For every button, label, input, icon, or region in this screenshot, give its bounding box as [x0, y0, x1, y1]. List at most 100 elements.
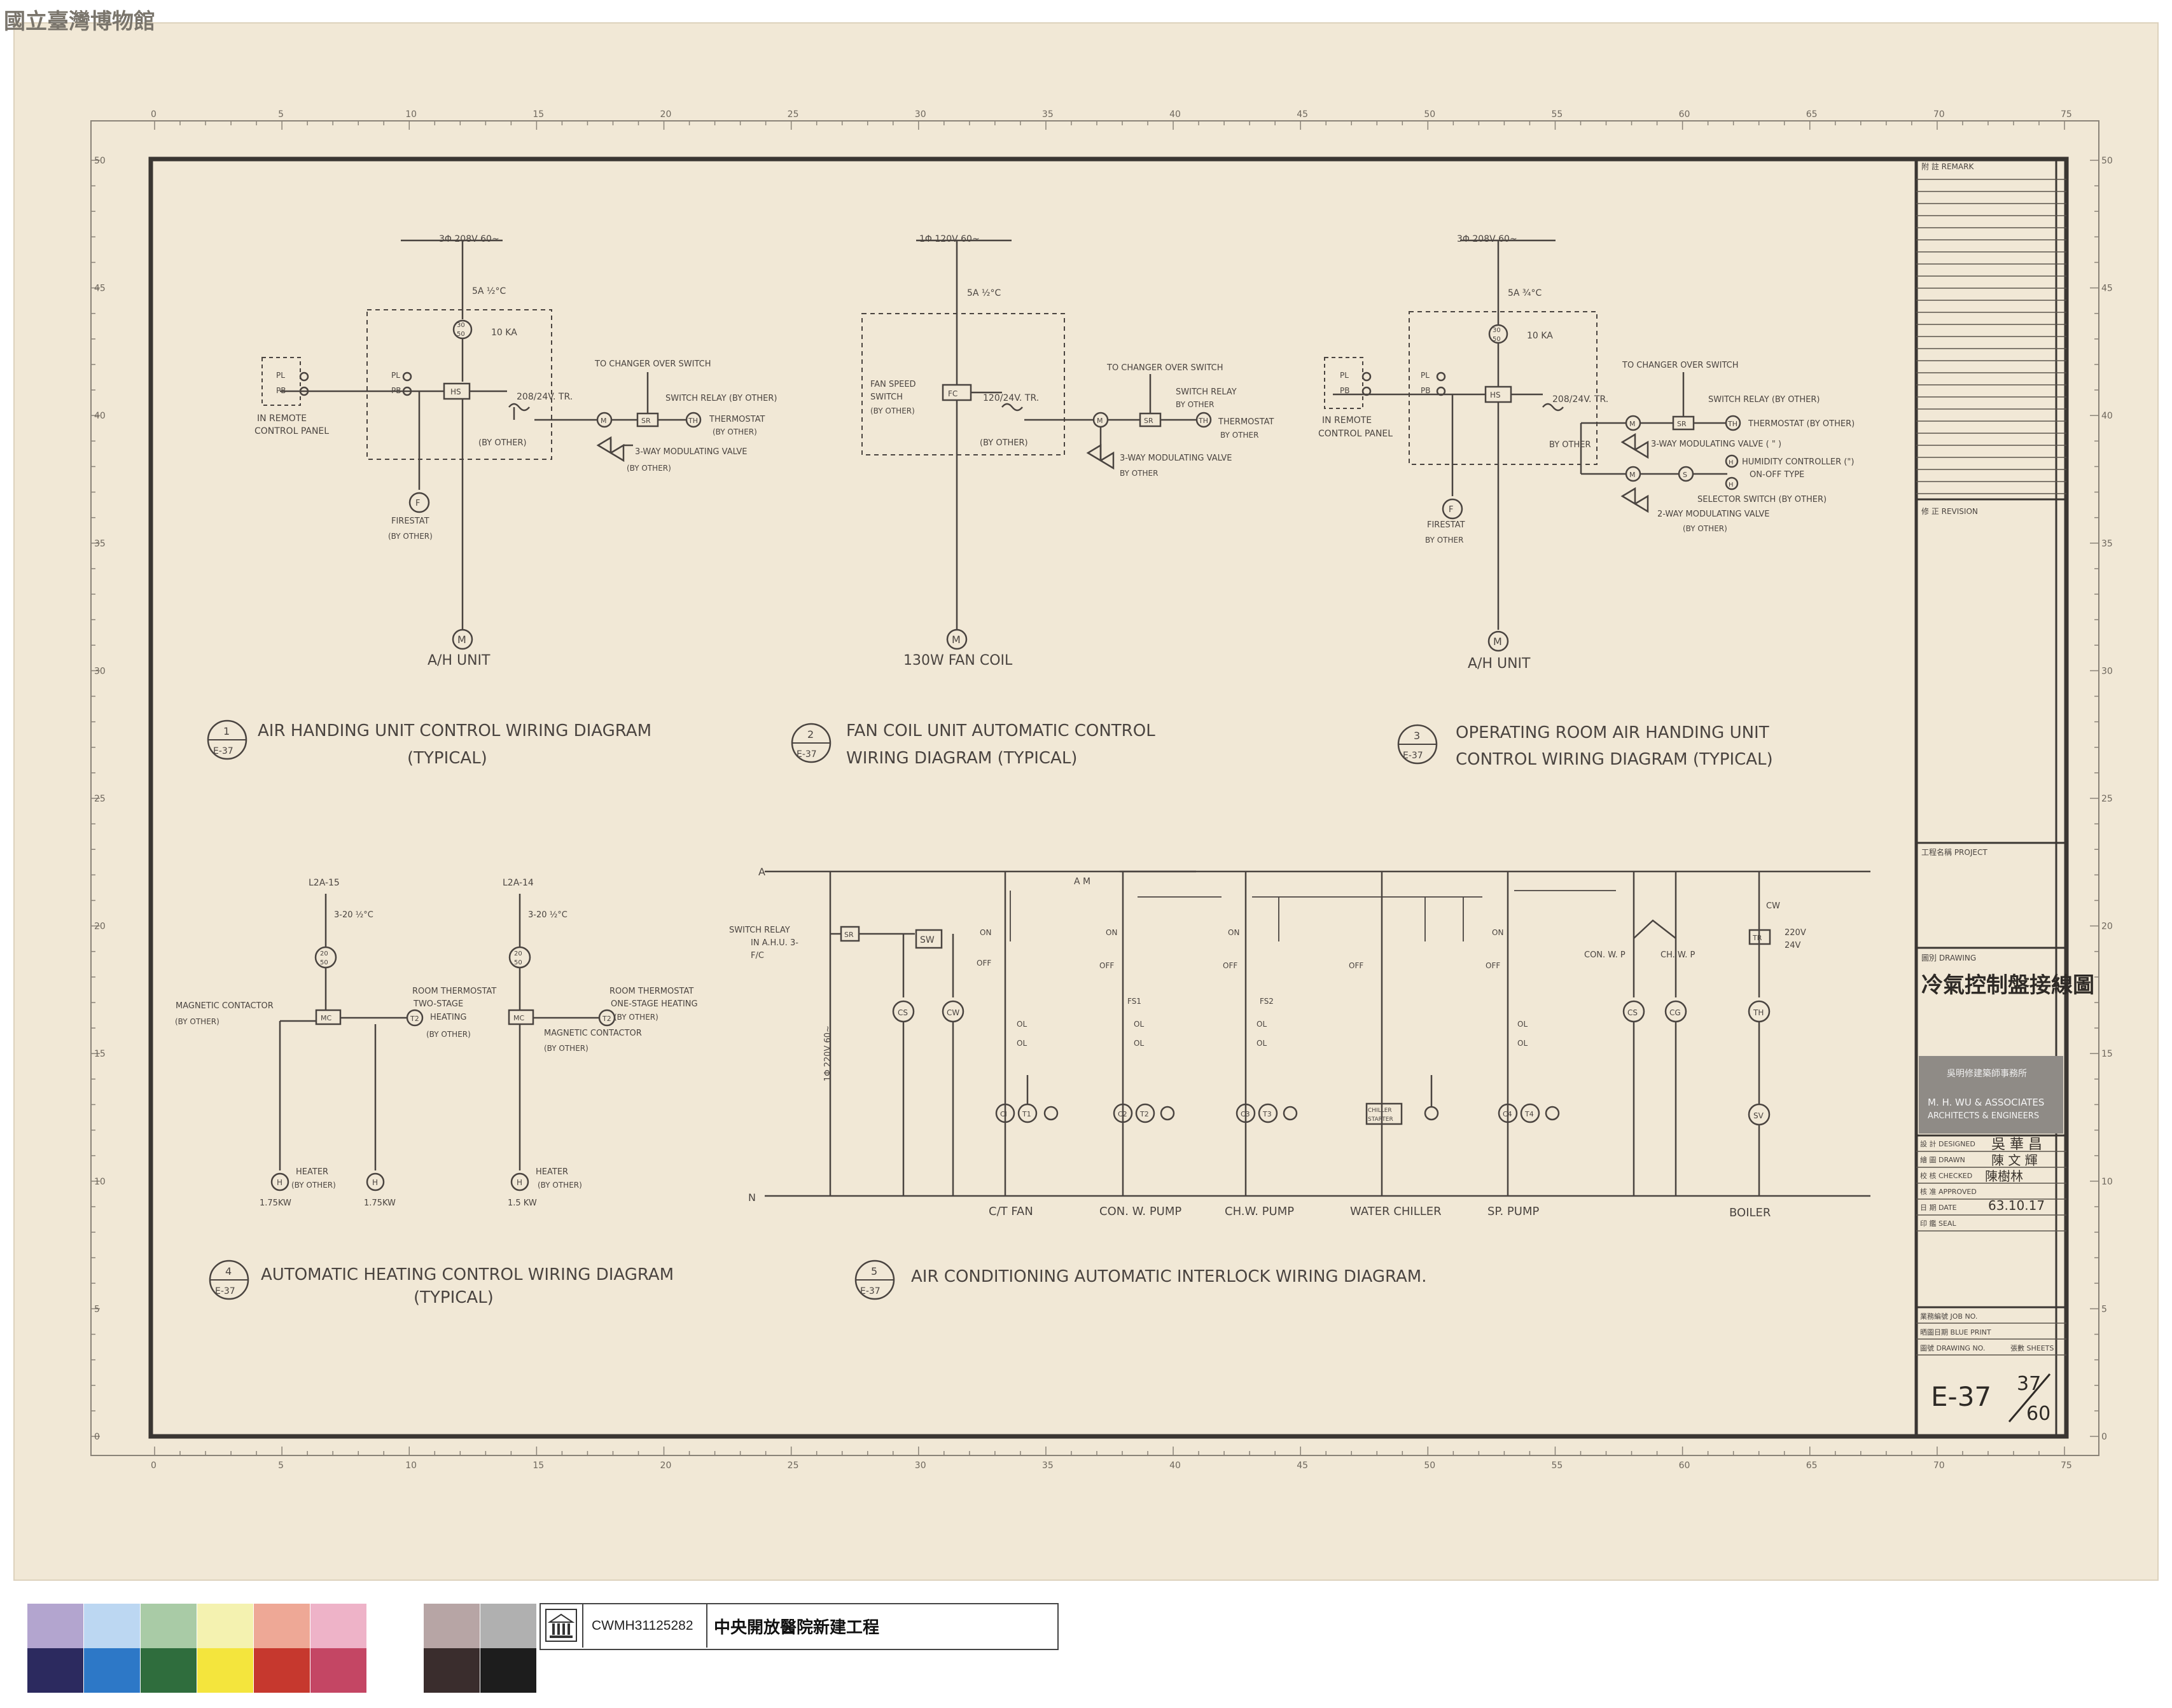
d5-ol2: OL — [1017, 1039, 1027, 1048]
ruler-label-x: 55 — [1551, 1461, 1563, 1471]
d4-title1: AUTOMATIC HEATING CONTROL WIRING DIAGRAM — [261, 1265, 674, 1284]
d5-off2: OFF — [1099, 961, 1114, 970]
ruler-label-y: 10 — [94, 1177, 106, 1187]
d5-ol3: OL — [1134, 1020, 1144, 1029]
d3-changeover: TO CHANGER OVER SWITCH — [1622, 361, 1738, 370]
d5-c1: CI — [1000, 1110, 1007, 1118]
d4-kw2: 1.75KW — [364, 1198, 396, 1208]
diagram-4: L2A-15 L2A-14 3-20 ½°C 3-20 ½°C 20 50 20… — [175, 878, 698, 1307]
ruler-label-x: 20 — [660, 109, 672, 120]
d3-humidity1: HUMIDITY CONTROLLER (") — [1742, 457, 1854, 467]
d4-rt-a2: TWO-STAGE — [413, 999, 463, 1009]
approved-label: 核 准 APPROVED — [1920, 1187, 1977, 1196]
d2-switch-relay-by: BY OTHER — [1176, 400, 1214, 409]
d2-motor: M — [952, 634, 961, 646]
d5-off1: OFF — [977, 959, 991, 968]
d4-rt-a1: ROOM THERMOSTAT — [412, 987, 496, 996]
d2-th: TH — [1198, 417, 1208, 425]
ruler-label-x: 15 — [533, 1461, 544, 1471]
d1-sheet: E-37 — [213, 746, 233, 756]
d4-heater2-by: (BY OTHER) — [538, 1181, 582, 1190]
designed-signature: 吳 華 昌 — [1991, 1137, 2042, 1153]
d2-title2: WIRING DIAGRAM (TYPICAL) — [846, 749, 1077, 768]
d5-am: A M — [1074, 877, 1090, 887]
d3-breaker-rating: 10 KA — [1527, 331, 1553, 341]
seal-label: 印 鑑 SEAL — [1920, 1219, 1956, 1228]
d1-supply: 3Φ 208V 60~ — [439, 234, 499, 244]
d2-title1: FAN COIL UNIT AUTOMATIC CONTROL — [846, 721, 1155, 740]
d5-bus-n: N — [748, 1191, 756, 1204]
d1-sr: SR — [641, 417, 651, 425]
ruler-label-x: 20 — [660, 1461, 672, 1471]
title-block — [1914, 159, 2066, 1436]
ruler-label-x: 25 — [788, 109, 799, 120]
d4-heater: HEATER — [296, 1167, 328, 1177]
d5-c2: C2 — [1118, 1110, 1127, 1118]
ruler-label-x: 45 — [1297, 109, 1308, 120]
d3-title1: OPERATING ROOM AIR HANDING UNIT — [1456, 723, 1769, 742]
d1-unit: A/H UNIT — [428, 653, 491, 669]
ruler-label-x: 65 — [1806, 1461, 1818, 1471]
ruler-label-x: 15 — [533, 109, 544, 120]
d5-on2: ON — [1106, 928, 1117, 937]
checked-signature: 陳樹林 — [1985, 1169, 2023, 1184]
catalog-label — [540, 1603, 1059, 1650]
d5-off5: OFF — [1486, 961, 1500, 970]
d4-sheet: E-37 — [215, 1286, 235, 1296]
d5-chiller1: CHILLER — [1368, 1107, 1392, 1114]
ruler-label-y: 20 — [94, 922, 106, 932]
museum-logo-icon — [545, 1609, 577, 1642]
ruler-label-x: 70 — [1933, 1461, 1945, 1471]
d4-feeder2: L2A-14 — [503, 878, 534, 888]
ruler-labels: 0055101015152020252530303535404045455050… — [94, 109, 2113, 1471]
color-swatch — [424, 1604, 480, 1648]
d5-sr: SR — [844, 931, 854, 939]
d1-thermostat: THERMOSTAT — [709, 415, 765, 424]
d4-fuse2: 3-20 ½°C — [528, 910, 567, 920]
sheet-number: E-37 — [1931, 1381, 1991, 1412]
d4-rt-b2: ONE-STAGE HEATING — [611, 999, 698, 1009]
d2-thermostat: THERMOSTAT — [1218, 417, 1274, 427]
ruler-label-x: 35 — [1042, 109, 1054, 120]
d5-fs2: FS2 — [1260, 997, 1274, 1006]
firm-cn: 吳明修建築師事務所 — [1947, 1069, 2027, 1079]
diagram-1: 3Φ 208V 60~ 5A ½°C 30 50 10 KA PL PB PL … — [207, 234, 777, 768]
ruler-label-y: 40 — [2101, 411, 2113, 421]
drawing-no-label: 圖號 DRAWING NO. — [1920, 1344, 1985, 1352]
ruler-label-x: 55 — [1551, 109, 1563, 120]
d4-h2: H — [372, 1178, 378, 1187]
d4-heater2: HEATER — [536, 1167, 568, 1177]
revision-label: 修 正 REVISION — [1921, 506, 1978, 516]
d2-sr: SR — [1144, 417, 1153, 425]
d5-label-chw-pump: CH.W. PUMP — [1225, 1205, 1294, 1218]
catalog-divider-1 — [582, 1604, 583, 1648]
d5-t4: T4 — [1524, 1110, 1534, 1118]
ruler-label-y: 30 — [94, 666, 106, 676]
d1-m: M — [601, 417, 607, 425]
museum-watermark: 國立臺灣博物館 — [4, 9, 155, 34]
color-swatch — [310, 1604, 366, 1648]
ruler-label-x: 40 — [1169, 1461, 1181, 1471]
d5-c4: C4 — [1503, 1110, 1512, 1118]
d4-rt-a4: (BY OTHER) — [426, 1030, 471, 1039]
d2-by-other: (BY OTHER) — [980, 438, 1028, 448]
d3-valve2-by: (BY OTHER) — [1683, 524, 1727, 533]
d4-rt-b1: ROOM THERMOSTAT — [609, 987, 693, 996]
d5-fs1: FS1 — [1127, 997, 1141, 1006]
project-label: 工程名稱 PROJECT — [1921, 847, 1988, 857]
sheet-index: 37 — [2017, 1373, 2041, 1395]
d2-num: 2 — [807, 728, 814, 740]
d3-supply: 3Φ 208V 60~ — [1457, 234, 1517, 244]
ruler-label-y: 50 — [2101, 156, 2113, 166]
d3-h1: H — [1729, 459, 1734, 466]
date-value: 63.10.17 — [1988, 1198, 2045, 1213]
ruler-label-y: 0 — [2101, 1432, 2107, 1442]
d2-fan-speed3: (BY OTHER) — [870, 406, 915, 415]
ruler-label-y: 5 — [94, 1304, 100, 1314]
diagram-5: A N A M SWITCH RELAY IN A.H.U. 3- F/C SR… — [729, 866, 1870, 1300]
ruler-label-y: 45 — [94, 284, 106, 294]
d5-switch-relay1: SWITCH RELAY — [729, 926, 790, 935]
d1-breaker-top: 30 — [457, 322, 465, 329]
color-swatch — [84, 1648, 140, 1693]
ruler-frame — [90, 120, 2099, 1456]
